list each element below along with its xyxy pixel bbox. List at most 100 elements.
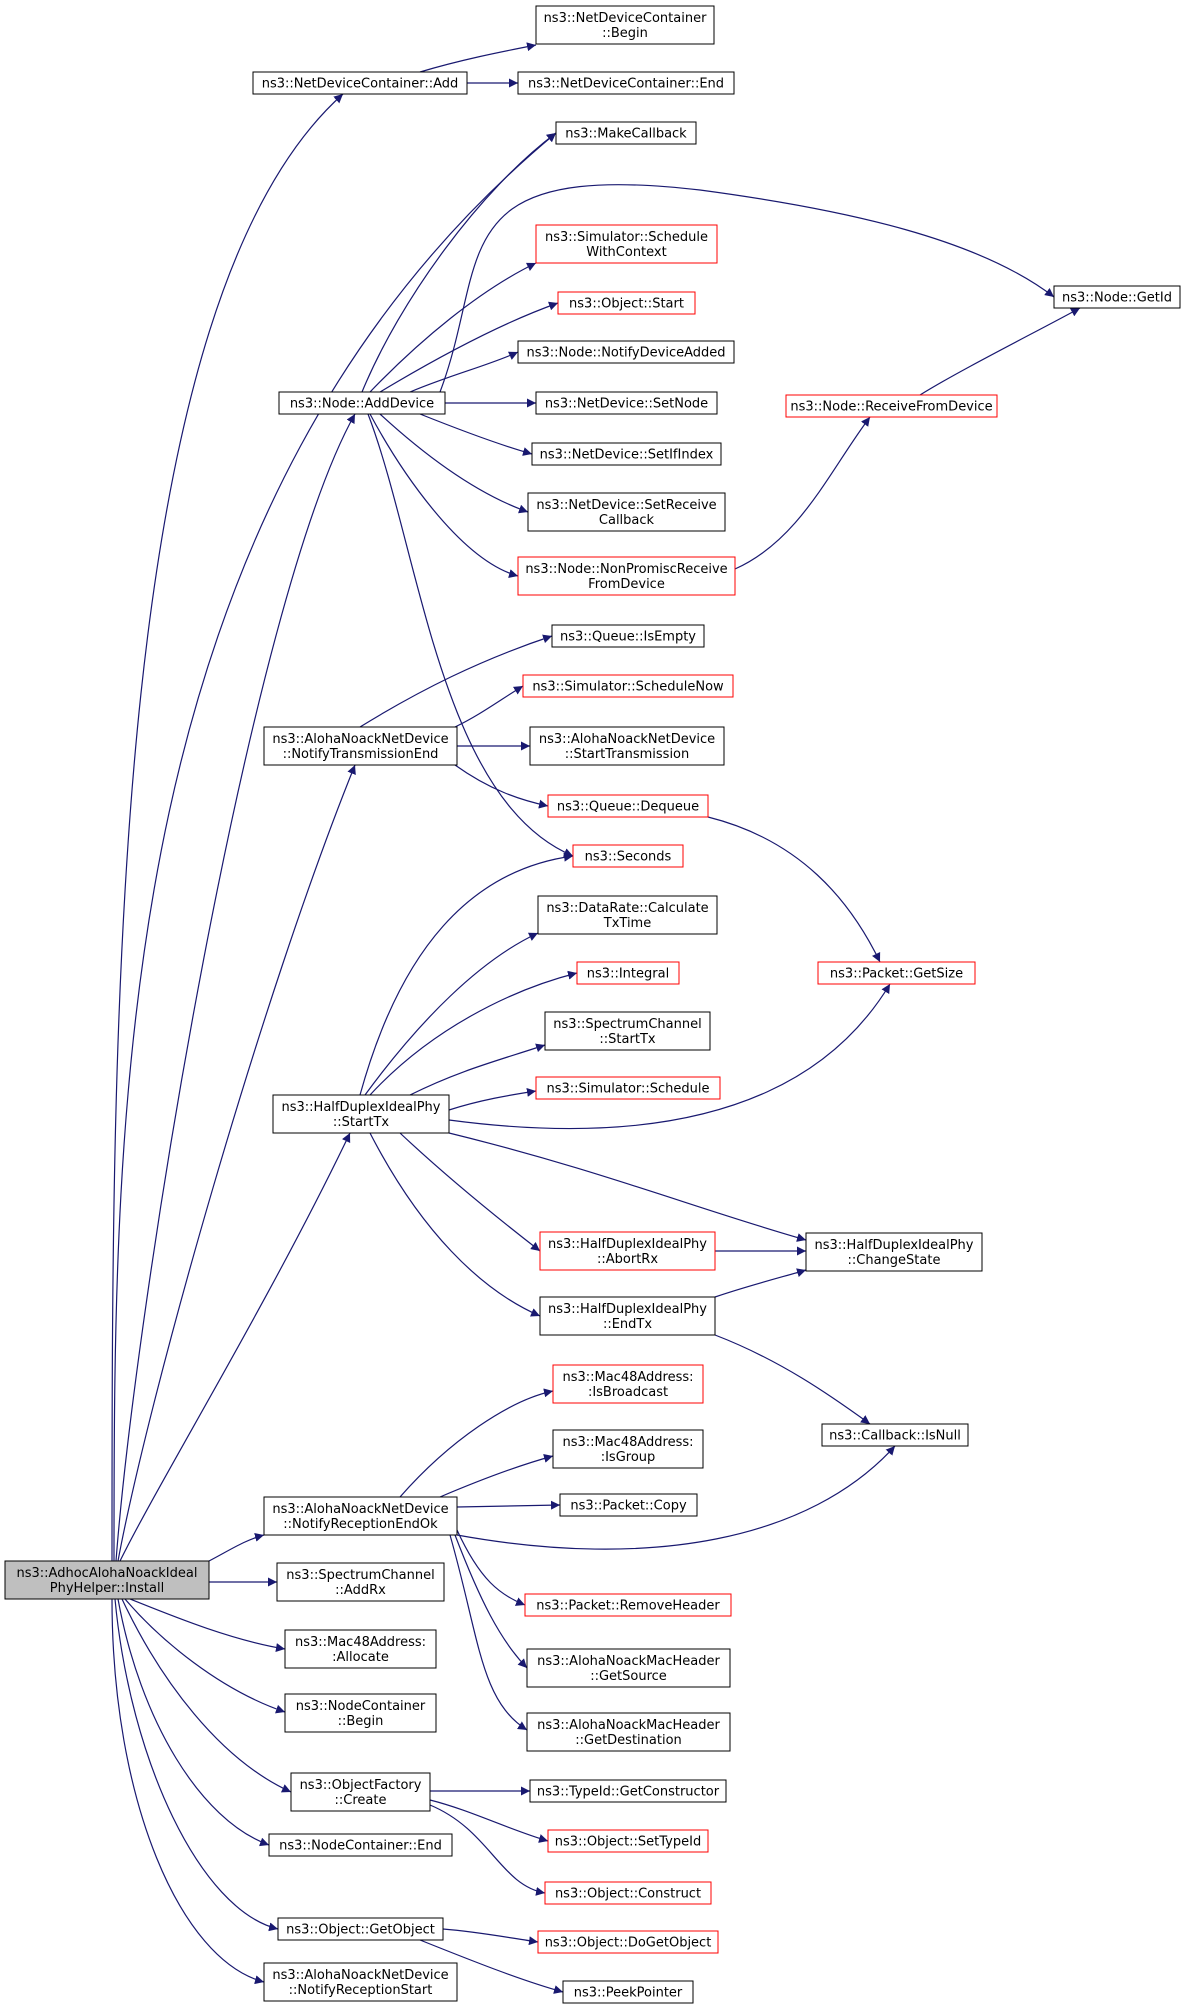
node-label-line: :Allocate (332, 1650, 389, 1665)
node-box (539, 1231, 716, 1271)
node-n29[interactable]: ns3::HalfDuplexIdealPhy::EndTx (539, 1296, 716, 1336)
node-n32[interactable]: ns3::Callback::IsNull (821, 1423, 969, 1447)
node-n27[interactable]: ns3::HalfDuplexIdealPhy::AbortRx (539, 1231, 716, 1271)
node-box (529, 1779, 727, 1803)
node-n45[interactable]: ns3::Object::Construct (544, 1881, 712, 1905)
node-n8[interactable]: ns3::Node::NotifyDeviceAdded (517, 340, 735, 364)
node-n23[interactable]: ns3::Packet::GetSize (817, 961, 976, 985)
node-n2[interactable]: ns3::NetDeviceContainer::Begin (535, 5, 715, 45)
node-label-line: ns3::HalfDuplexIdealPhy (282, 1100, 441, 1115)
node-n25[interactable]: ns3::HalfDuplexIdealPhy::StartTx (272, 1094, 450, 1134)
node-n42[interactable]: ns3::TypeId::GetConstructor (529, 1779, 727, 1803)
node-box (537, 895, 718, 935)
node-n44[interactable]: ns3::NodeContainer::End (268, 1833, 453, 1857)
edge-n46-to-n49 (419, 1939, 564, 1994)
node-label-line: ns3::DataRate::Calculate (546, 901, 708, 916)
node-box (263, 726, 458, 766)
node-n3[interactable]: ns3::NetDeviceContainer::End (517, 71, 735, 95)
node-label-line: ns3::Object::GetObject (286, 1923, 435, 1938)
node-label-line: ns3::Mac48Address: (562, 1370, 693, 1385)
node-box (537, 1930, 719, 1954)
node-n16[interactable]: ns3::Queue::IsEmpty (551, 624, 705, 648)
node-n19[interactable]: ns3::Queue::Dequeue (547, 794, 709, 818)
node-box (517, 556, 736, 596)
node-n4[interactable]: ns3::MakeCallback (555, 121, 697, 145)
node-box (531, 442, 722, 466)
node-label-line: ns3::HalfDuplexIdealPhy (815, 1238, 974, 1253)
node-label-line: ::ChangeState (848, 1253, 941, 1268)
node-n43[interactable]: ns3::Object::SetTypeId (547, 1829, 709, 1853)
node-label-line: ::Create (335, 1793, 387, 1808)
node-n28[interactable]: ns3::HalfDuplexIdealPhy::ChangeState (805, 1232, 983, 1272)
node-n36[interactable]: ns3::Packet::RemoveHeader (524, 1593, 732, 1617)
node-n14[interactable]: ns3::Node::ReceiveFromDevice (785, 394, 998, 418)
node-label-line: ns3::Mac48Address: (562, 1435, 693, 1450)
edge-n0-to-n37 (129, 1598, 286, 1652)
edge-n5-to-n4 (361, 132, 557, 393)
edge-n0-to-n33 (208, 1532, 265, 1562)
node-n30[interactable]: ns3::Mac48Address::IsBroadcast (552, 1364, 704, 1404)
edge-n5-to-n8 (409, 351, 519, 393)
node-n39[interactable]: ns3::NodeContainer::Begin (284, 1693, 437, 1733)
edge-n0-to-n25 (119, 1132, 351, 1562)
node-box (290, 1772, 431, 1812)
node-box (562, 1980, 694, 2004)
node-n10[interactable]: ns3::NetDevice::SetIfIndex (531, 442, 722, 466)
node-n5[interactable]: ns3::Node::AddDevice (278, 391, 446, 415)
node-box (547, 794, 709, 818)
node-n17[interactable]: ns3::Simulator::ScheduleNow (522, 674, 734, 698)
node-n40[interactable]: ns3::AlohaNoackMacHeader::GetDestination (526, 1712, 731, 1752)
node-n47[interactable]: ns3::Object::DoGetObject (537, 1930, 719, 1954)
node-n0[interactable]: ns3::AdhocAlohaNoackIdealPhyHelper::Inst… (4, 1560, 210, 1600)
node-n15[interactable]: ns3::AlohaNoackNetDevice::NotifyTransmis… (263, 726, 458, 766)
node-n41[interactable]: ns3::ObjectFactory::Create (290, 1772, 431, 1812)
node-label-line: ns3::Seconds (585, 850, 672, 865)
node-n24[interactable]: ns3::SpectrumChannel::StartTx (544, 1011, 711, 1051)
node-n22[interactable]: ns3::Integral (576, 961, 680, 985)
node-box (284, 1693, 437, 1733)
edge-n0-to-n39 (124, 1598, 286, 1714)
node-label-line: ns3::Packet::RemoveHeader (536, 1599, 720, 1614)
node-n13[interactable]: ns3::Node::GetId (1053, 285, 1181, 309)
edge-n33-to-n30 (399, 1388, 554, 1498)
node-n48[interactable]: ns3::AlohaNoackNetDevice::NotifyReceptio… (263, 1962, 458, 2002)
edge-n0-to-n5 (115, 413, 356, 1562)
node-label-line: ns3::AlohaNoackMacHeader (537, 1654, 720, 1669)
node-label-line: ns3::Callback::IsNull (829, 1429, 961, 1444)
node-label-line: ::EndTx (603, 1317, 652, 1332)
node-n33[interactable]: ns3::AlohaNoackNetDevice::NotifyReceptio… (263, 1496, 458, 1536)
node-label-line: ns3::NetDevice::SetIfIndex (540, 448, 714, 463)
node-label-line: ::GetSource (590, 1669, 667, 1684)
node-box (272, 1094, 450, 1134)
node-box (529, 726, 725, 766)
node-label-line: ns3::Packet::Copy (570, 1499, 687, 1514)
node-label-line: ns3::NodeContainer (296, 1699, 426, 1714)
node-n49[interactable]: ns3::PeekPointer (562, 1980, 694, 2004)
node-n18[interactable]: ns3::AlohaNoackNetDevice::StartTransmiss… (529, 726, 725, 766)
node-n37[interactable]: ns3::Mac48Address::Allocate (284, 1629, 437, 1669)
node-n7[interactable]: ns3::Object::Start (557, 291, 696, 315)
node-n9[interactable]: ns3::NetDevice::SetNode (535, 391, 718, 415)
node-n38[interactable]: ns3::AlohaNoackMacHeader::GetSource (526, 1648, 731, 1688)
node-label-line: ns3::Object::SetTypeId (555, 1835, 701, 1850)
node-n31[interactable]: ns3::Mac48Address::IsGroup (552, 1429, 704, 1469)
node-label-line: ns3::Object::Start (569, 297, 684, 312)
node-label-line: ns3::NetDevice::SetReceive (536, 498, 716, 513)
node-n46[interactable]: ns3::Object::GetObject (277, 1917, 444, 1941)
node-box (526, 1648, 731, 1688)
node-box (526, 1712, 731, 1752)
node-n20[interactable]: ns3::Seconds (572, 844, 684, 868)
node-n1[interactable]: ns3::NetDeviceContainer::Add (252, 71, 468, 95)
node-n34[interactable]: ns3::Packet::Copy (559, 1493, 698, 1517)
node-n35[interactable]: ns3::SpectrumChannel::AddRx (276, 1562, 445, 1602)
node-label-line: ns3::SpectrumChannel (553, 1017, 701, 1032)
edge-n33-to-n38 (454, 1534, 528, 1669)
edge-n1-to-n2 (419, 42, 537, 73)
node-n26[interactable]: ns3::Simulator::Schedule (535, 1076, 721, 1100)
node-label-line: ns3::Integral (587, 967, 669, 982)
node-label-line: WithContext (586, 245, 666, 260)
